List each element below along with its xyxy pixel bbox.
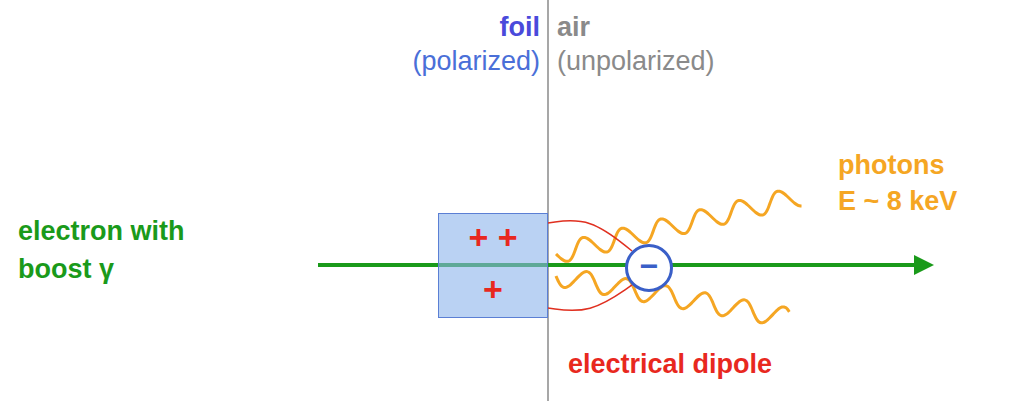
- photon-waves: [556, 191, 802, 323]
- dipole-label: electrical dipole: [568, 347, 772, 381]
- region-name: foil: [500, 10, 541, 44]
- region-state: (unpolarized): [557, 44, 715, 78]
- field-line: [548, 221, 632, 251]
- charge-sign: +: [483, 272, 503, 306]
- foil-block: + + +: [438, 213, 548, 318]
- electron-track: [318, 263, 930, 267]
- photon-energy: E ~ 8 keV: [838, 184, 957, 218]
- particle-label: electron with boost γ: [18, 212, 233, 288]
- charge-sign: + +: [468, 220, 517, 254]
- electron-sign: −: [640, 250, 659, 282]
- photon-wave: [556, 191, 802, 261]
- boundary-line: [547, 0, 549, 401]
- region-name: air: [557, 10, 590, 44]
- region-state: (polarized): [412, 44, 540, 78]
- photon-label: photons: [838, 148, 944, 182]
- field-line: [548, 285, 632, 310]
- photon-wave: [556, 272, 789, 323]
- electron-circle: −: [625, 244, 673, 292]
